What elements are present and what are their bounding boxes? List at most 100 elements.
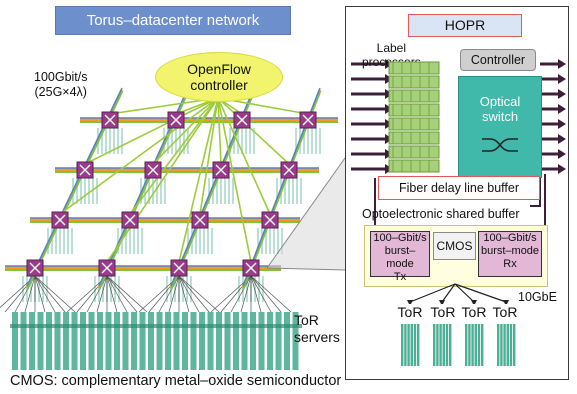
label-processor-stack [388, 61, 440, 173]
tor-server-bar [503, 324, 506, 366]
label-processor [388, 89, 440, 103]
tx-rate: 100–Gbit/s [373, 232, 427, 244]
controller-label: controller [190, 77, 248, 93]
cmos-footnote: CMOS: complementary metal–oxide semicond… [10, 373, 342, 389]
output-arrowhead [558, 74, 566, 84]
hopr-title: HOPR [408, 14, 522, 37]
control-line [217, 97, 271, 215]
tor-server-bar [439, 324, 442, 366]
server-link [250, 275, 292, 313]
server-link [250, 275, 282, 313]
tor-server-bar [407, 324, 410, 366]
server-link [178, 275, 190, 313]
hopr-controller: Controller [460, 49, 536, 71]
tor-link [409, 283, 456, 303]
tor-link [454, 283, 507, 303]
server-rack [37, 312, 44, 370]
node-cross [215, 164, 227, 176]
server-link [250, 275, 262, 313]
burst-mode-tx: 100–Gbit/s burst–mode Tx [370, 231, 430, 283]
tor-server-bar [500, 324, 503, 366]
zoom-connector [266, 157, 346, 271]
oe-shared-buffer-label: Optoelectronic shared buffer [362, 207, 520, 221]
label-processor [388, 103, 440, 117]
node-cross [264, 214, 276, 226]
server-rack [46, 312, 52, 370]
server-link [96, 275, 108, 313]
label-processor [388, 75, 440, 89]
node-cross [124, 214, 136, 226]
node-cross [302, 114, 314, 126]
node-cross [54, 214, 66, 226]
torus-network-title: Torus–datacenter network [55, 6, 291, 35]
server-link [34, 275, 66, 313]
server-link [230, 275, 252, 313]
server-rack [105, 312, 112, 370]
server-link [106, 275, 128, 313]
tor-server-bar [471, 324, 474, 366]
control-line [152, 97, 219, 165]
link-speed-label: 100Gbit/s (25G×4λ) [34, 70, 88, 100]
server-rack [148, 312, 154, 370]
server-rack [233, 312, 239, 370]
control-line [84, 97, 219, 165]
optical-switch-line1: Optical [479, 94, 521, 109]
server-rack [131, 312, 137, 370]
server-rack [71, 312, 78, 370]
node-cross [194, 214, 206, 226]
openflow-label: OpenFlow [187, 61, 251, 77]
rx-mode: burst–mode [480, 245, 540, 257]
server-link [106, 275, 148, 313]
server-rack [224, 312, 231, 370]
server-link [24, 275, 36, 313]
tor-servers-label: ToR servers [294, 312, 340, 346]
tor-link-arrowhead [503, 300, 509, 306]
server-rack [12, 312, 18, 370]
server-link [34, 275, 76, 313]
tor-server-bar [468, 324, 471, 366]
tor-switch-3: ToR [459, 304, 489, 320]
label-processor [388, 145, 440, 159]
tor-server-bar [413, 324, 417, 366]
openflow-control-lines [59, 97, 309, 263]
server-rack [63, 312, 69, 370]
tor-link-arrowhead [471, 300, 477, 306]
server-link [34, 275, 56, 313]
server-rack [190, 312, 197, 370]
server-rack [88, 312, 95, 370]
link-speed-wavelengths: (25G×4λ) [34, 85, 87, 99]
optical-switch-line2: switch [481, 109, 519, 124]
server-rack [241, 312, 248, 370]
label-processor [388, 117, 440, 131]
output-arrowhead [558, 119, 566, 129]
tor-server-bar [445, 324, 449, 366]
server-rack [258, 312, 265, 370]
optical-switch: Optical switch [458, 76, 542, 178]
tor-server-bar [506, 324, 509, 366]
control-line [217, 97, 290, 165]
tor-server-bar [465, 324, 468, 366]
output-arrowhead [558, 104, 566, 114]
server-rack [199, 312, 205, 370]
server-rack [156, 312, 163, 370]
tor-link-arrowhead [407, 300, 413, 306]
node-cross [101, 262, 113, 274]
tor-server-bar [404, 324, 407, 366]
control-line [59, 97, 219, 215]
torus-network-graphic [0, 87, 338, 370]
server-fan-lines [0, 275, 292, 313]
control-line [199, 97, 219, 215]
tor-link [441, 283, 456, 303]
tor-label: ToR [294, 312, 319, 328]
node-cross [283, 164, 295, 176]
server-link [240, 275, 252, 313]
output-arrowhead [558, 59, 566, 69]
server-rack [54, 312, 61, 370]
output-arrowhead [558, 149, 566, 159]
link-speed-value: 100Gbit/s [34, 70, 88, 84]
10gbe-label: 10GbE [518, 290, 557, 304]
control-line [217, 97, 222, 165]
server-rack [267, 312, 273, 370]
tor-server-bar [442, 324, 445, 366]
server-rack [139, 312, 146, 370]
